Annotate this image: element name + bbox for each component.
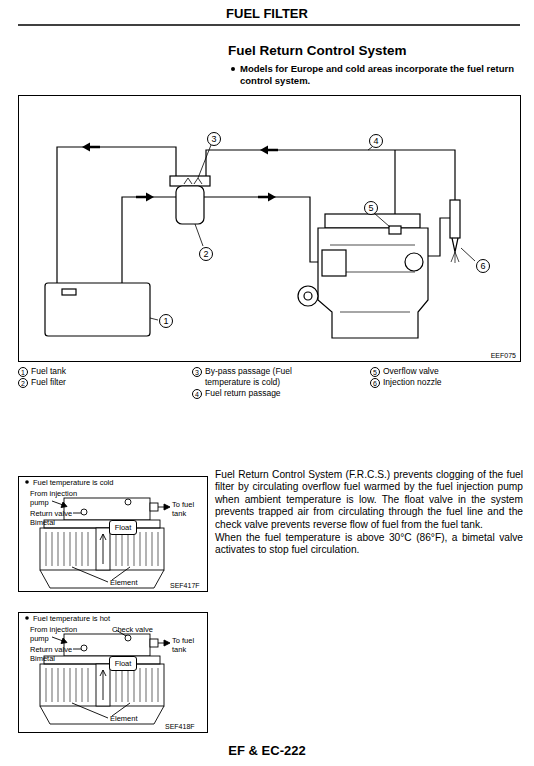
legend-number: 4	[192, 389, 202, 399]
filter-head	[170, 176, 210, 186]
engine-head-cover	[325, 214, 420, 228]
legend-text: Fuel filter	[31, 377, 66, 388]
fuel-tank	[45, 283, 150, 336]
overflow-valve	[389, 226, 401, 234]
figure-code: SEF418F	[165, 722, 195, 731]
filter-cross-section	[25, 480, 170, 724]
fuel-return-passage	[206, 150, 455, 200]
supply-pipe	[204, 197, 322, 262]
part-label: Element	[110, 714, 138, 723]
alternator	[405, 253, 423, 271]
part-label: Check valve	[112, 625, 153, 634]
bypass-passage	[184, 178, 202, 184]
tank-filler	[62, 289, 76, 295]
legend-number: 5	[370, 367, 380, 377]
injection-nozzle	[450, 200, 460, 238]
part-label: From injection pump	[30, 625, 82, 643]
body-paragraph: Fuel Return Control System (F.R.C.S.) pr…	[215, 469, 523, 531]
node-text: 6	[373, 380, 377, 387]
fuel-system-schematic	[45, 143, 475, 339]
node-text: 1	[163, 317, 168, 326]
flow-arrow	[82, 143, 90, 152]
bullet-dot	[25, 616, 29, 620]
part-label: Return valve	[30, 645, 72, 654]
node-text: 5	[368, 204, 373, 213]
node-text: 5	[373, 369, 377, 376]
callout-number: 2	[199, 247, 213, 261]
legend-number: 6	[370, 378, 380, 388]
filter-bowl	[176, 186, 204, 224]
legend-text: Injection nozzle	[383, 377, 442, 388]
engine-pulley	[304, 292, 312, 300]
part-label: Bimetal	[30, 654, 55, 663]
callout-number: 4	[369, 134, 383, 148]
node-text: 4	[373, 137, 378, 146]
callout-number: 6	[476, 259, 490, 273]
legend-text: Fuel tank	[31, 366, 66, 377]
node-text: 2	[21, 380, 25, 387]
feed-pipe	[122, 197, 176, 283]
leader-line	[150, 145, 475, 320]
callout-number: 1	[159, 314, 173, 328]
part-label: Bimetal	[30, 518, 55, 527]
diagram-frame: EEF075 3 4 5 2 6 1	[18, 95, 521, 362]
node-text: Float	[115, 524, 132, 532]
header-rule	[18, 24, 520, 26]
legend-text: Fuel return passage	[205, 388, 281, 399]
legend-number: 3	[192, 367, 202, 377]
part-label: To fuel tank	[172, 500, 204, 518]
return-pipe	[57, 147, 176, 283]
node-text: EEF075	[491, 352, 516, 359]
legend-text: Overflow valve	[383, 366, 439, 377]
body-paragraph: When the fuel temperature is above 30°C …	[215, 532, 523, 557]
section-heading: Fuel Return Control System	[228, 43, 407, 59]
float-box: Float	[109, 656, 137, 671]
engine-pulley	[298, 286, 318, 306]
legend-number: 1	[18, 367, 28, 377]
node-text: Float	[115, 660, 132, 668]
float-box: Float	[109, 520, 137, 535]
callout-number: 3	[207, 132, 221, 146]
page-title: FUEL FILTER	[0, 6, 534, 21]
flow-arrow	[260, 146, 268, 155]
node-text: 2	[203, 250, 208, 259]
page-number: EF & EC-222	[0, 743, 534, 758]
node-text: Fuel temperature is hot	[33, 615, 110, 623]
node-text: 6	[480, 262, 485, 271]
fuel-spray	[451, 252, 459, 263]
part-label: From injection pump	[30, 489, 82, 507]
callout-number: 5	[364, 201, 378, 215]
node-text: 3	[195, 369, 199, 376]
node-text: Fuel temperature is cold	[33, 479, 113, 487]
bullet-dot	[25, 480, 29, 484]
engine-block	[318, 228, 428, 338]
node-text: 3	[211, 135, 216, 144]
legend-number: 2	[18, 378, 28, 388]
node-text: 4	[195, 391, 199, 398]
figure-code: SEF417F	[170, 581, 200, 590]
part-label: Return valve	[30, 509, 72, 518]
bullet-dot	[231, 67, 235, 71]
part-label: To fuel tank	[172, 636, 204, 654]
part-label: Element	[110, 578, 138, 587]
legend-text: By-pass passage (Fuel temperature is col…	[205, 366, 335, 388]
flow-arrow	[146, 193, 154, 202]
flow-arrow	[268, 193, 276, 202]
injection-pipe	[428, 218, 450, 256]
nozzle-tip	[452, 238, 458, 252]
bullet-note: Models for Europe and cold areas incorpo…	[240, 63, 523, 87]
node-text: 1	[21, 369, 25, 376]
injection-pump	[322, 250, 346, 276]
